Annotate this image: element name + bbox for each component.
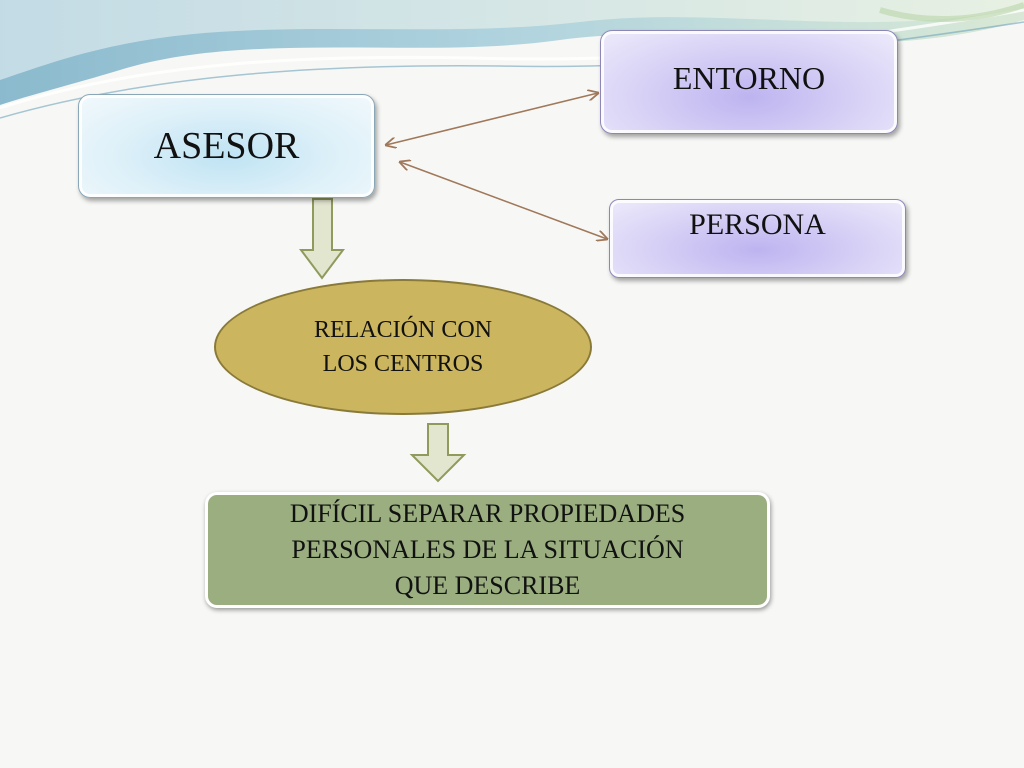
relacion-label-line-2: LOS CENTROS (322, 351, 484, 377)
relacion-label-line-1: RELACIÓN CON (314, 317, 492, 343)
asesor-label: ASESOR (153, 125, 300, 167)
node-asesor: ASESOR (78, 94, 375, 198)
entorno-label: ENTORNO (672, 59, 826, 96)
dificil-label-line-3: QUE DESCRIBE (394, 571, 581, 600)
dificil-label-line-2: PERSONALES DE LA SITUACIÓN (291, 535, 684, 564)
dificil-label-line-1: DIFÍCIL SEPARAR PROPIEDADES (289, 499, 686, 528)
node-persona: PERSONA (609, 199, 906, 278)
node-relacion-con-los-centros: RELACIÓN CON LOS CENTROS (214, 279, 592, 415)
node-entorno: ENTORNO (600, 30, 898, 134)
persona-label: PERSONA (689, 208, 826, 241)
node-dificil-separar: DIFÍCIL SEPARAR PROPIEDADES PERSONALES D… (205, 492, 770, 608)
